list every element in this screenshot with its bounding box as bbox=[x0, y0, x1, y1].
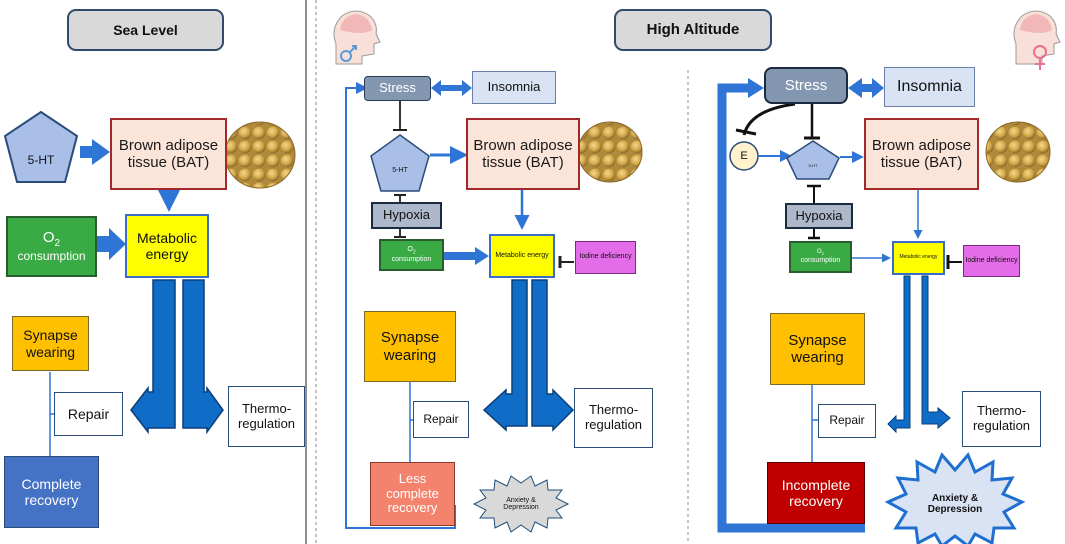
energy-arrow-left-p2 bbox=[482, 279, 528, 432]
fat-cells-icon bbox=[577, 121, 643, 183]
o2-label: O bbox=[817, 249, 822, 256]
female-head-icon bbox=[1013, 10, 1061, 65]
energy-arrow-left bbox=[130, 279, 176, 435]
hypoxia-box-p3: Hypoxia bbox=[785, 203, 853, 229]
feedback-line-p2 bbox=[345, 82, 456, 529]
five-ht-pentagon-p3 bbox=[786, 140, 840, 180]
energy-arrow-left-p3 bbox=[887, 275, 911, 434]
arrow-5ht-bat bbox=[80, 139, 110, 165]
energy-arrow-right-p3 bbox=[921, 275, 951, 430]
bat-box-p3: Brown adipose tissue (BAT) bbox=[864, 118, 979, 190]
fat-cells-icon bbox=[224, 121, 296, 189]
anxiety-starburst-p3 bbox=[884, 452, 1026, 544]
estrogen-label: E bbox=[740, 150, 748, 162]
complete-recovery-box: Complete recovery bbox=[4, 456, 99, 528]
hypoxia-box: Hypoxia bbox=[371, 202, 442, 229]
energy-arrow-right-p2 bbox=[531, 279, 575, 432]
less-complete-recovery-box: Less complete recovery bbox=[370, 462, 455, 526]
arrow-o2-metabolic-p2 bbox=[444, 247, 489, 265]
arrow-o2-metabolic bbox=[97, 228, 126, 260]
anxiety-starburst-p2 bbox=[472, 475, 570, 533]
iodine-deficiency-box-p3: Iodine deficiency bbox=[963, 245, 1020, 277]
o2-consumption-box-p2: O2 consumption bbox=[379, 239, 444, 271]
o2-consumption-box-p3: O2 consumption bbox=[789, 241, 852, 273]
bat-box: Brown adipose tissue (BAT) bbox=[110, 118, 227, 190]
incomplete-recovery-box: Incomplete recovery bbox=[767, 462, 865, 524]
o2-label: O bbox=[407, 245, 413, 253]
header-sea-level: Sea Level bbox=[67, 9, 224, 51]
anxiety-depression-label-p2: Anxiety & Depression bbox=[503, 497, 539, 511]
o2-consumption-label: consumption bbox=[800, 256, 841, 264]
male-symbol-icon bbox=[340, 45, 357, 62]
five-ht-pentagon bbox=[3, 110, 79, 183]
arrow-stress-insomnia-p3 bbox=[848, 78, 884, 98]
bat-box-p2: Brown adipose tissue (BAT) bbox=[466, 118, 580, 190]
o2-subscript: 2 bbox=[821, 251, 824, 257]
anxiety-depression-label-p3: Anxiety & Depression bbox=[927, 493, 983, 515]
repair-box-p2: Repair bbox=[413, 401, 469, 438]
synapse-wearing-box: Synapse wearing bbox=[12, 316, 89, 371]
five-ht-pentagon-p2 bbox=[370, 134, 430, 192]
five-ht-label-p3: 5-HT bbox=[808, 162, 818, 168]
insomnia-box: Insomnia bbox=[472, 71, 556, 104]
five-ht-label-p2: 5-HT bbox=[392, 166, 408, 174]
header-high-altitude: High Altitude bbox=[614, 9, 772, 51]
metabolic-energy-box: Metabolic energy bbox=[125, 214, 209, 278]
metabolic-energy-box-p3: Metabolic energy bbox=[892, 241, 945, 275]
repair-box-p3: Repair bbox=[818, 404, 876, 438]
synapse-wearing-box-p3: Synapse wearing bbox=[770, 313, 865, 385]
insomnia-box-p3: Insomnia bbox=[884, 67, 975, 107]
fat-cells-icon bbox=[985, 121, 1051, 183]
synapse-wearing-box-p2: Synapse wearing bbox=[364, 311, 456, 382]
o2-consumption-label: consumption bbox=[391, 256, 432, 264]
stress-box: Stress bbox=[364, 76, 431, 101]
energy-arrow-right bbox=[182, 279, 224, 435]
feedback-line-p3 bbox=[717, 83, 865, 533]
five-ht-label: 5-HT bbox=[27, 153, 55, 167]
metabolic-energy-box-p2: Metabolic energy bbox=[489, 234, 555, 278]
thermoregulation-box-p2: Thermo-regulation bbox=[574, 388, 653, 448]
repair-box: Repair bbox=[54, 392, 123, 436]
stress-box-p3: Stress bbox=[764, 67, 848, 104]
iodine-deficiency-box: Iodine deficiency bbox=[575, 241, 636, 274]
o2-label: O bbox=[42, 229, 55, 247]
o2-consumption-box: O2 consumption bbox=[6, 216, 97, 277]
thermoregulation-box-p3: Thermo-regulation bbox=[962, 391, 1041, 447]
o2-subscript: 2 bbox=[412, 249, 416, 256]
o2-consumption-label: consumption bbox=[17, 248, 86, 263]
o2-subscript: 2 bbox=[54, 238, 61, 250]
arrow-stress-insomnia bbox=[431, 80, 472, 96]
female-symbol-icon bbox=[1033, 45, 1047, 70]
thermoregulation-box: Thermo-regulation bbox=[228, 386, 305, 447]
arrow-bat-metabolic bbox=[158, 190, 180, 212]
